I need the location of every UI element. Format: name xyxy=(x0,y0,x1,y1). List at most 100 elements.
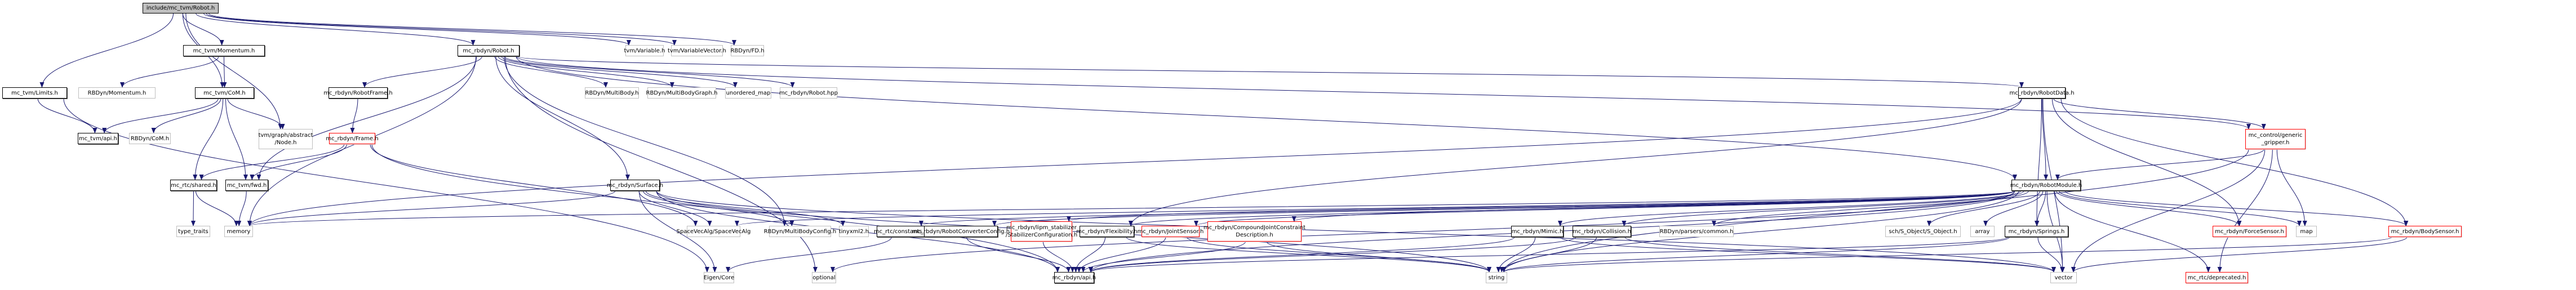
node-label: tvm/graph/abstract /Node.h xyxy=(258,132,313,146)
edge-springs-to-rbdyn-api xyxy=(1089,237,2009,273)
edge-robot-h-to-generic-gripper xyxy=(516,56,2251,130)
node-spacevecalg: SpaceVecAlg/SpaceVecAlg xyxy=(677,226,750,237)
node-label: mc_rbdyn/JointSensor.h xyxy=(1137,228,1204,235)
node-limits[interactable]: mc_tvm/Limits.h xyxy=(2,87,67,99)
edge-surface-to-vector xyxy=(656,190,2056,273)
node-label: RBDyn/MultiBody.h xyxy=(585,90,639,96)
edge-robot-module-to-map xyxy=(2059,190,2302,226)
edge-robot-module-to-optional xyxy=(830,190,2015,273)
node-label: mc_rbdyn/Flexibility.h xyxy=(1076,228,1138,235)
node-compound-joint[interactable]: mc_rbdyn/CompoundJointConstraint Descrip… xyxy=(1203,221,1305,242)
edge-robot-h-to-multibody-graph xyxy=(498,56,674,88)
edge-robot-module-to-springs xyxy=(2035,190,2046,226)
node-robot-module[interactable]: mc_rbdyn/RobotModule.h xyxy=(2010,180,2082,191)
edge-frame-to-spacevecalg xyxy=(370,144,698,226)
edge-robot-module-to-constants xyxy=(919,190,2015,226)
node-label: RBDyn/Momentum.h xyxy=(87,90,146,96)
node-collision[interactable]: mc_rbdyn/Collision.h xyxy=(1573,226,1631,237)
edge-robot-data-to-springs xyxy=(2034,98,2042,226)
edge-root-to-fd xyxy=(208,13,736,46)
edge-robot-module-to-body-sensor xyxy=(2064,190,2409,226)
node-label: mc_rbdyn/Robot.h xyxy=(463,47,514,54)
node-rbdyn-api[interactable]: mc_rbdyn/api.h xyxy=(1052,272,1096,283)
edge-robot-data-to-force-sensor xyxy=(2051,98,2242,226)
node-label: mc_rtc/deprecated.h xyxy=(2187,274,2246,281)
edge-mimic-to-rbdyn-api xyxy=(1089,237,1515,273)
node-tvm-api[interactable]: mc_tvm/api.h xyxy=(78,133,118,144)
node-label: string xyxy=(1488,274,1505,281)
edge-collision-to-rbdyn-api xyxy=(1089,237,1576,273)
node-label: map xyxy=(2300,228,2313,235)
node-label: RBDyn/MultiBodyGraph.h xyxy=(646,90,718,96)
node-springs[interactable]: mc_rbdyn/Springs.h xyxy=(2005,226,2068,237)
node-label: tinyxml2.h xyxy=(838,228,869,235)
edge-robot-h-to-multibody xyxy=(494,56,608,88)
edge-root-to-variable xyxy=(203,13,631,46)
node-robot-h[interactable]: mc_rbdyn/Robot.h xyxy=(458,45,519,56)
node-generic-gripper[interactable]: mc_control/generic _gripper.h xyxy=(2245,129,2306,149)
edge-robot-module-to-collision xyxy=(1622,190,2024,226)
node-deprecated[interactable]: mc_rtc/deprecated.h xyxy=(2186,272,2248,283)
edge-surface-to-eigen-core xyxy=(638,190,717,273)
node-label: RBDyn/parsers/common.h xyxy=(1659,228,1734,235)
node-type-traits: type_traits xyxy=(176,226,210,237)
node-variable-vector: tvm/VariableVector.h xyxy=(668,45,726,56)
edge-robot-frame-to-frame xyxy=(350,98,358,133)
node-label: mc_tvm/Momentum.h xyxy=(193,47,255,54)
node-label: array xyxy=(1975,228,1990,235)
node-robot-converter-config[interactable]: mc_rbdyn/RobotConverterConfig.h xyxy=(912,226,1010,237)
node-label: optional xyxy=(812,274,836,281)
edge-mimic-to-vector xyxy=(1560,237,2056,273)
edge-robot-data-to-robot-module xyxy=(2041,98,2049,180)
node-parsers-common: RBDyn/parsers/common.h xyxy=(1659,226,1734,237)
edge-compound-joint-to-string xyxy=(1266,241,1491,273)
edge-frame-to-tvm-fwd xyxy=(250,144,348,180)
node-momentum[interactable]: mc_tvm/Momentum.h xyxy=(183,45,265,56)
node-optional: optional xyxy=(812,272,836,283)
edge-com-to-shared xyxy=(193,98,224,180)
edge-com-to-rbd-com xyxy=(151,98,221,133)
node-label: RBDyn/CoM.h xyxy=(130,135,170,142)
node-label: mc_control/generic _gripper.h xyxy=(2248,132,2303,146)
node-tvm-fwd[interactable]: mc_tvm/fwd.h xyxy=(225,180,268,191)
node-robot-hpp: mc_rbdyn/Robot.hpp xyxy=(779,87,838,99)
node-flexibility[interactable]: mc_rbdyn/Flexibility.h xyxy=(1076,226,1138,237)
node-frame[interactable]: mc_rbdyn/Frame.h xyxy=(326,133,379,144)
edge-robot-h-to-robot-frame xyxy=(362,56,482,88)
node-label: mc_rbdyn/api.h xyxy=(1052,274,1096,281)
node-surface[interactable]: mc_rbdyn/Surface.h xyxy=(607,180,663,191)
edge-robot-data-to-memory xyxy=(247,98,2022,226)
node-label: SpaceVecAlg/SpaceVecAlg xyxy=(676,228,751,235)
node-force-sensor[interactable]: mc_rbdyn/ForceSensor.h xyxy=(2213,226,2286,237)
node-stabilizer-config[interactable]: mc_rbdyn/lipm_stabilizer /StabilizerConf… xyxy=(1006,221,1077,242)
edge-stabilizer-config-to-rbdyn-api xyxy=(1042,241,1075,273)
node-label: mc_rbdyn/BodySensor.h xyxy=(2391,228,2459,235)
node-label: tvm/VariableVector.h xyxy=(668,47,726,54)
node-body-sensor[interactable]: mc_rbdyn/BodySensor.h xyxy=(2388,226,2462,237)
edge-robot-module-to-array xyxy=(1983,190,2044,226)
node-robot-frame[interactable]: mc_rbdyn/RobotFrame.h xyxy=(323,87,393,99)
node-root[interactable]: include/mc_tvm/Robot.h xyxy=(143,3,219,14)
edge-robot-h-to-surface xyxy=(495,56,630,180)
node-label: mc_tvm/fwd.h xyxy=(226,182,267,189)
node-com[interactable]: mc_tvm/CoM.h xyxy=(195,87,254,99)
node-rbd-momentum: RBDyn/Momentum.h xyxy=(78,87,156,99)
edge-surface-to-tinyxml2 xyxy=(645,190,845,226)
edge-limits-to-tvm-api xyxy=(37,98,97,133)
node-shared[interactable]: mc_rtc/shared.h xyxy=(170,180,217,191)
node-node-h: tvm/graph/abstract /Node.h xyxy=(259,129,313,149)
node-label: mc_rbdyn/RobotData.h xyxy=(2009,90,2075,96)
edge-root-to-limits xyxy=(39,13,174,88)
edge-robot-module-to-mimic xyxy=(1558,190,2021,226)
edge-body-sensor-to-vector xyxy=(2071,237,2408,273)
node-robot-data[interactable]: mc_rbdyn/RobotData.h xyxy=(2009,87,2075,99)
edge-springs-to-vector xyxy=(2037,237,2065,273)
node-tinyxml2: tinyxml2.h xyxy=(839,226,869,237)
node-label: vector xyxy=(2054,274,2073,281)
edge-body-sensor-to-string xyxy=(1502,237,2392,273)
node-mimic[interactable]: mc_rbdyn/Mimic.h xyxy=(1511,226,1564,237)
edge-robot-converter-config-to-rbdyn-api xyxy=(966,237,1071,273)
node-joint-sensor[interactable]: mc_rbdyn/JointSensor.h xyxy=(1138,226,1203,237)
node-label: mc_rbdyn/CompoundJointConstraint Descrip… xyxy=(1203,225,1305,238)
